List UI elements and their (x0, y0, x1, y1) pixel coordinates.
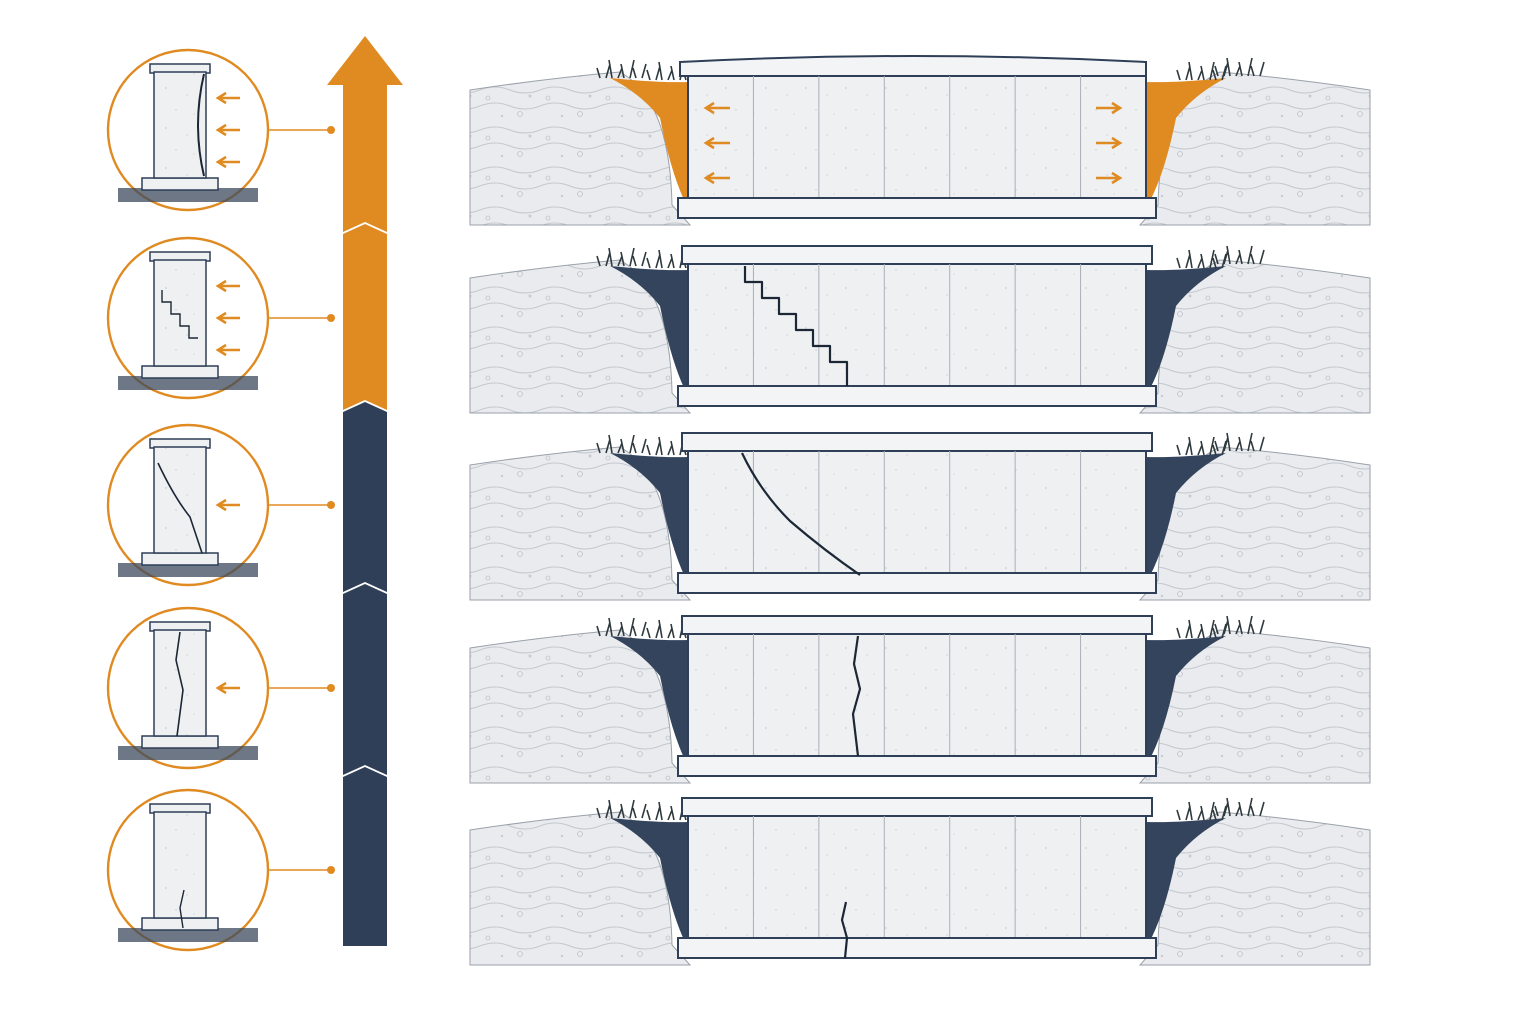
stage-2 (108, 238, 1370, 413)
wall-cap (682, 433, 1152, 451)
detail-footing (142, 366, 218, 378)
footing (678, 198, 1156, 218)
footing (678, 386, 1156, 406)
stage-5 (108, 790, 1370, 965)
detail-wall (154, 447, 206, 553)
connector-dot (327, 684, 335, 692)
arrow-segment-3 (343, 402, 387, 592)
stage-4 (108, 608, 1370, 783)
connector-dot (327, 314, 335, 322)
connector-dot (327, 126, 335, 134)
connector-dot (327, 866, 335, 874)
footing (678, 938, 1156, 958)
arrow-segment-4 (343, 584, 387, 775)
footing (678, 756, 1156, 776)
wall-cap (682, 246, 1152, 264)
stage-3 (108, 425, 1370, 600)
detail-footing (142, 178, 218, 190)
arrow-segment-1 (343, 85, 387, 232)
detail-footing (142, 553, 218, 565)
footing (678, 573, 1156, 593)
foundation-wall (688, 816, 1146, 938)
progression-arrow (327, 36, 403, 946)
detail-wall (154, 812, 206, 918)
foundation-wall (688, 76, 1146, 198)
stages (108, 50, 1370, 965)
stage-1 (108, 50, 1370, 225)
detail-footing (142, 918, 218, 930)
foundation-wall (688, 451, 1146, 573)
up-arrow-icon (327, 36, 403, 85)
wall-cap (682, 616, 1152, 634)
wall-cap (682, 798, 1152, 816)
arrow-segment-2 (343, 224, 387, 410)
detail-footing (142, 736, 218, 748)
detail-wall (154, 260, 206, 366)
foundation-wall (688, 634, 1146, 756)
detail-wall (154, 630, 206, 736)
arrow-segment-5 (343, 767, 387, 946)
connector-dot (327, 501, 335, 509)
wall-cap (680, 56, 1146, 76)
